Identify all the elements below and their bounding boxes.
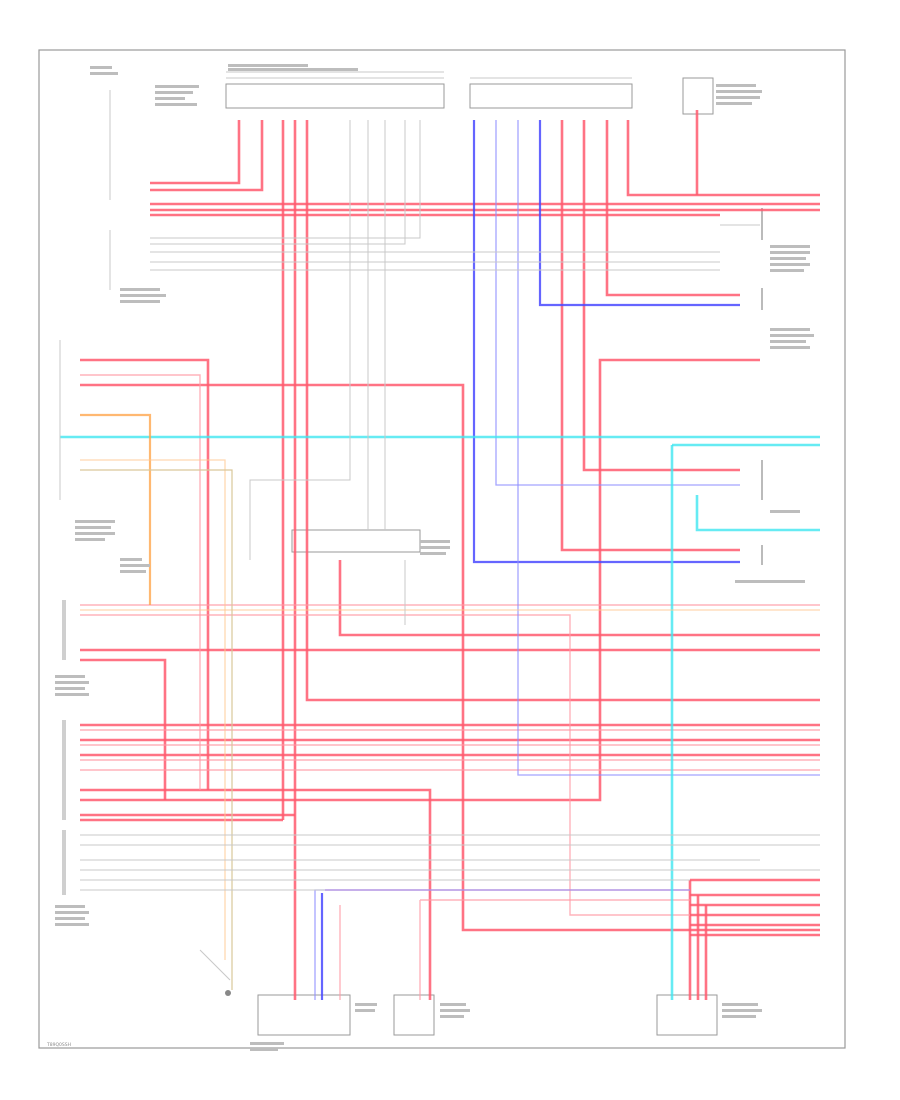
- label-marks: [55, 64, 814, 1051]
- right-side-connectors: [761, 208, 763, 565]
- top-connector-block: [225, 71, 714, 115]
- junction-block: [291, 529, 421, 553]
- footer-code: T89Q0SSH: [46, 1042, 71, 1048]
- diagram-frame: [38, 49, 846, 1049]
- ground-icon: [225, 990, 231, 996]
- bottom-component-center: [393, 994, 435, 1036]
- wires: [59, 90, 820, 1000]
- bottom-component-right: [656, 994, 718, 1036]
- bottom-component-left: [257, 994, 351, 1036]
- left-pin-stack: [62, 600, 66, 895]
